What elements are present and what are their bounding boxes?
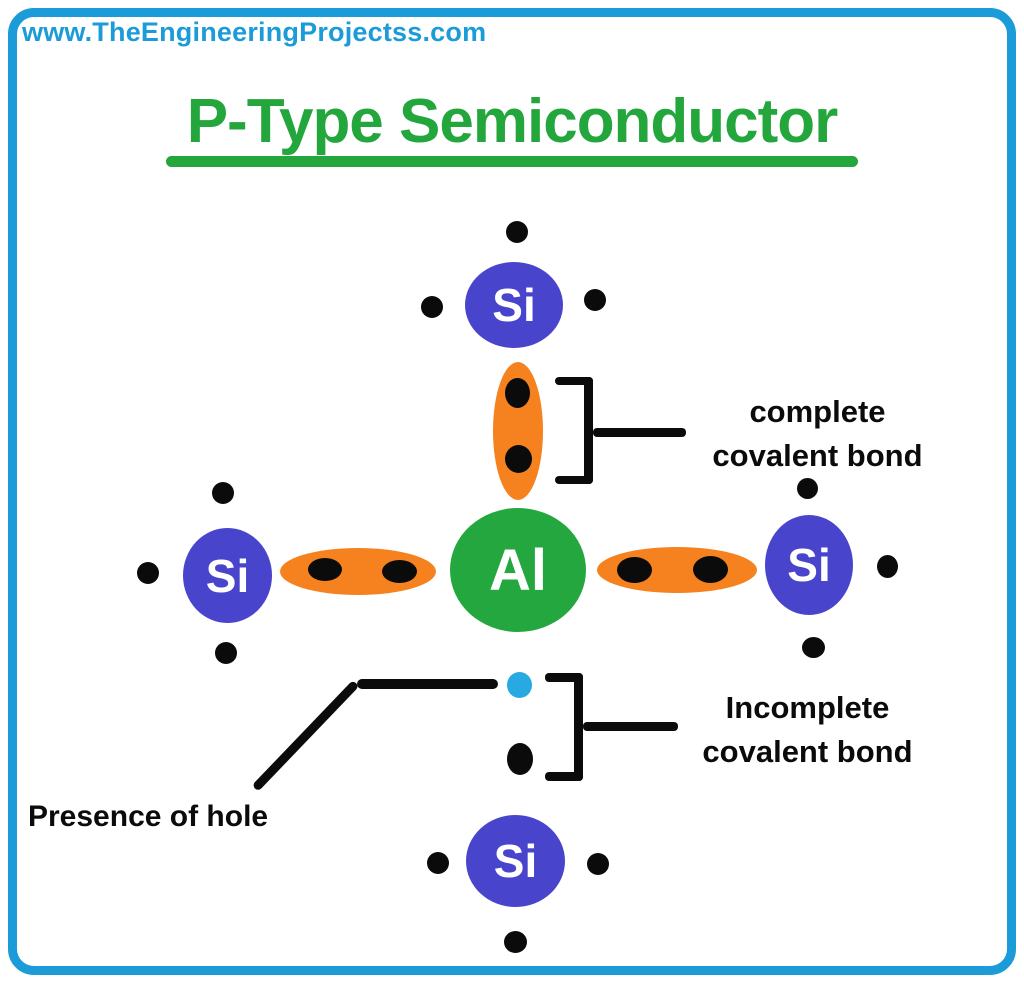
electron-dot bbox=[802, 637, 825, 658]
electron-dot bbox=[505, 378, 530, 408]
electron-dot bbox=[504, 931, 527, 953]
electron-dot bbox=[507, 743, 533, 775]
label-incomplete-covalent-bond: Incomplete covalent bond bbox=[680, 686, 935, 774]
hole-pointer-line bbox=[357, 679, 498, 689]
electron-dot bbox=[215, 642, 237, 664]
label-line: covalent bond bbox=[712, 438, 923, 473]
page-title: P-Type Semiconductor bbox=[186, 87, 839, 156]
frame-border bbox=[8, 8, 1016, 975]
bracket-line bbox=[545, 772, 583, 781]
atom-si-top: Si bbox=[465, 262, 563, 348]
electron-dot bbox=[427, 852, 449, 874]
atom-si-bottom: Si bbox=[466, 815, 565, 907]
bracket-pointer-line bbox=[583, 722, 678, 731]
label-complete-covalent-bond: complete covalent bond bbox=[690, 390, 945, 478]
label-line: covalent bond bbox=[702, 734, 913, 769]
label-presence-of-hole: Presence of hole bbox=[28, 800, 269, 833]
electron-dot bbox=[587, 853, 609, 875]
electron-dot bbox=[877, 555, 898, 578]
atom-si-right: Si bbox=[765, 515, 853, 615]
label-line: complete bbox=[749, 394, 886, 429]
electron-dot bbox=[584, 289, 606, 311]
electron-dot bbox=[693, 556, 728, 583]
label-line: Incomplete bbox=[725, 690, 890, 725]
electron-dot bbox=[137, 562, 159, 584]
electron-dot bbox=[308, 558, 342, 581]
bracket-line bbox=[574, 673, 583, 781]
electron-dot bbox=[505, 445, 532, 473]
website-url: www.TheEngineeringProjectss.com bbox=[22, 17, 487, 47]
electron-dot bbox=[797, 478, 818, 499]
bracket-line bbox=[555, 476, 593, 484]
bracket-line bbox=[545, 673, 583, 682]
hole-dot bbox=[507, 672, 532, 698]
atom-si-left: Si bbox=[183, 528, 272, 623]
bracket-pointer-line bbox=[593, 428, 686, 437]
bracket-line bbox=[555, 377, 593, 385]
electron-dot bbox=[382, 560, 417, 583]
atom-al: Al bbox=[450, 508, 586, 632]
electron-dot bbox=[617, 557, 652, 583]
electron-dot bbox=[506, 221, 528, 243]
bracket-line bbox=[584, 377, 593, 484]
electron-dot bbox=[212, 482, 234, 504]
electron-dot bbox=[421, 296, 443, 318]
title-underline bbox=[166, 156, 858, 167]
